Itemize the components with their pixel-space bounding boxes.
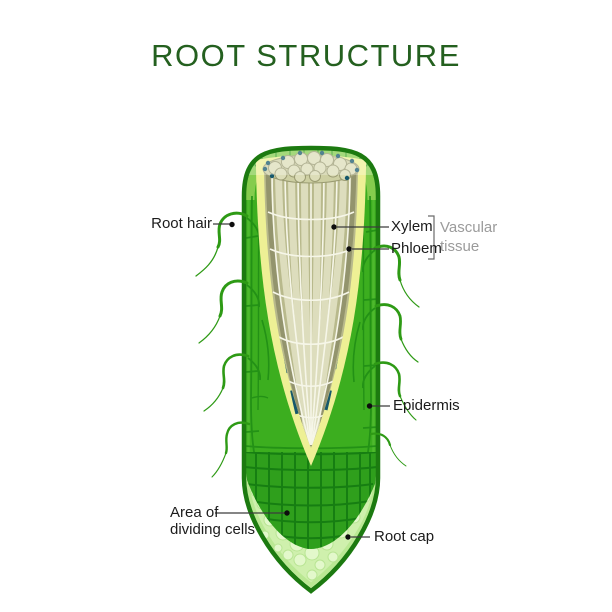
root-outline bbox=[241, 145, 381, 594]
label-xylem: Xylem bbox=[391, 218, 433, 235]
dividing-cells-dot bbox=[284, 510, 290, 516]
root-cap-dot bbox=[345, 534, 351, 540]
phloem-dots bbox=[262, 150, 360, 181]
label-root-hair: Root hair bbox=[151, 215, 212, 232]
epidermis-dot bbox=[366, 403, 373, 409]
root-hair-dot bbox=[229, 221, 235, 228]
xylem-cylinder bbox=[264, 165, 358, 448]
label-vascular-tissue: Vascular tissue bbox=[440, 219, 498, 255]
xylem-dot bbox=[331, 224, 337, 230]
vascular-tissue-bracket bbox=[428, 215, 435, 260]
leader-lines bbox=[213, 215, 435, 538]
label-epidermis: Epidermis bbox=[393, 397, 460, 414]
phloem-dot bbox=[346, 246, 352, 252]
label-root-cap: Root cap bbox=[374, 528, 435, 545]
diagram-title: ROOT STRUCTURE bbox=[151, 38, 461, 73]
root-hairs bbox=[195, 211, 420, 478]
label-area-of-dividing-cells: Area of dividing cells bbox=[170, 504, 256, 538]
label-phloem: Phloem bbox=[391, 240, 442, 257]
pointer-dots bbox=[229, 221, 373, 540]
vascular-cross-section bbox=[262, 150, 360, 184]
